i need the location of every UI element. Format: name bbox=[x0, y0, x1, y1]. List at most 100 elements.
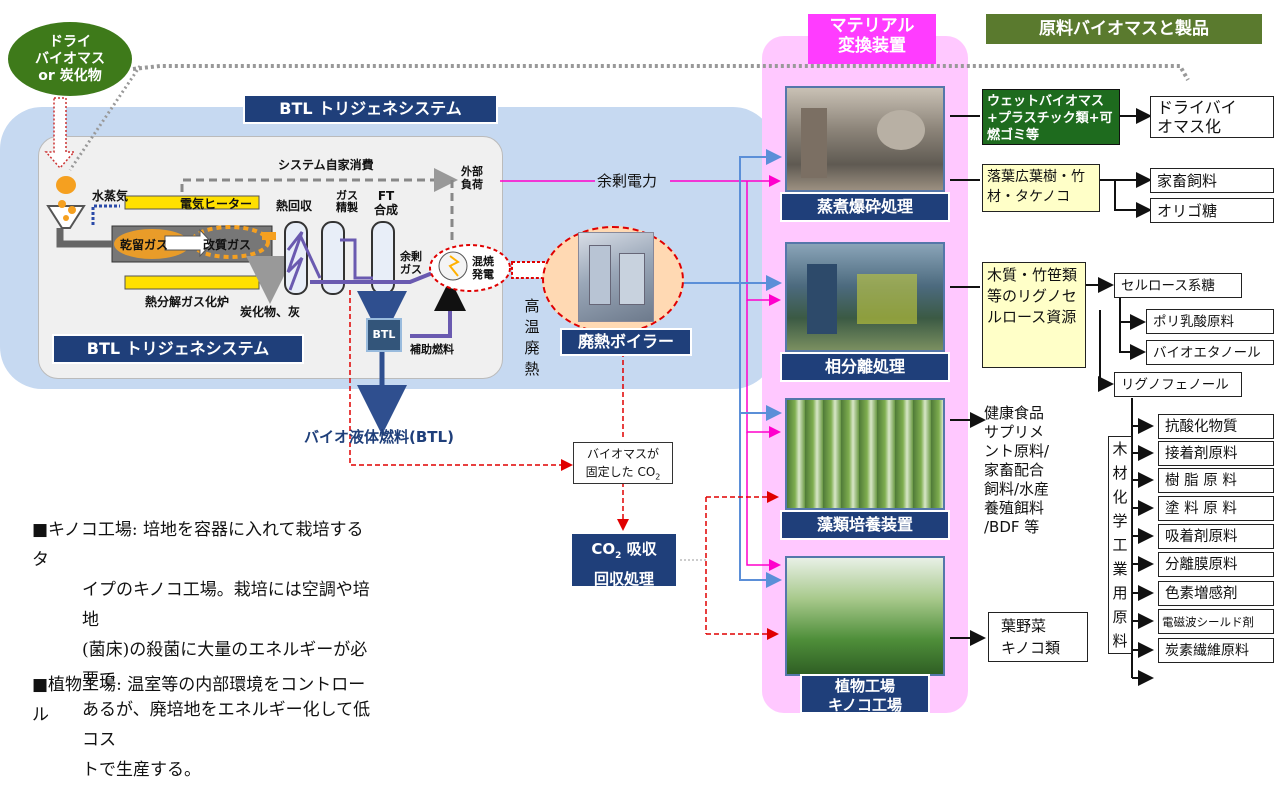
note-mushroom-line1: ■キノコ工場: 培地を容器に入れて栽培するタ bbox=[32, 515, 372, 575]
dry-biomass-line3: or 炭化物 bbox=[38, 68, 102, 84]
external-load-line1: 外部 bbox=[461, 165, 483, 178]
ft-line2: 合成 bbox=[374, 203, 399, 217]
co-firing-line2: 発電 bbox=[472, 268, 494, 281]
phase-separation-label: 相分離処理 bbox=[780, 352, 950, 382]
btl-tank-label: BTL bbox=[372, 328, 396, 341]
wood-chem-item-4: 塗 料 原 料 bbox=[1158, 496, 1274, 521]
hardwood-box: 落葉広葉樹・竹材・タケノコ bbox=[982, 164, 1100, 212]
gas-refine-line1: ガス bbox=[336, 189, 358, 202]
bio-liquid-fuel-label: バイオ液体燃料(BTL) bbox=[304, 428, 454, 446]
co2-absorb-box: CO2 吸収 回収処理 bbox=[570, 532, 678, 588]
health-food-2: サプリメ bbox=[984, 423, 1045, 441]
note-mushroom-line2: イプのキノコ工場。栽培には空調や培地 bbox=[82, 580, 370, 630]
co2-fixed-line2: 固定した CO2 bbox=[574, 463, 672, 486]
material-title-line1: マテリアル bbox=[829, 16, 915, 36]
surplus-gas-line1: 余剰 bbox=[400, 250, 422, 263]
btl-tank-icon: BTL bbox=[366, 318, 402, 352]
wc-1: 木 bbox=[1112, 440, 1128, 458]
wood-chem-item-7: 色素増感剤 bbox=[1158, 581, 1274, 606]
external-load-line2: 負荷 bbox=[461, 178, 483, 191]
health-food-1: 健康食品 bbox=[984, 404, 1045, 422]
hthw-2: 温 bbox=[524, 318, 540, 336]
co2-absorb-text: 吸収 bbox=[621, 540, 657, 558]
dry-conversion-line1: ドライバイ bbox=[1157, 98, 1237, 117]
wc-7: 用 bbox=[1112, 584, 1128, 602]
gas-refine-label: ガス 精製 bbox=[336, 190, 358, 214]
material-title-line2: 変換装置 bbox=[838, 36, 906, 56]
lignophenol-box: リグノフェノール bbox=[1114, 372, 1242, 397]
gas-refine-line2: 精製 bbox=[336, 201, 358, 214]
note-mushroom-line3: (菌床)の殺菌に大量のエネルギーが必要で bbox=[82, 640, 368, 690]
co2-fixed-sub: 2 bbox=[655, 472, 661, 482]
boiler-image bbox=[578, 232, 654, 322]
wc-9: 料 bbox=[1112, 632, 1128, 650]
livestock-feed-box: 家畜飼料 bbox=[1150, 168, 1274, 193]
pla-material-box: ポリ乳酸原料 bbox=[1146, 309, 1274, 334]
co2-absorb-co: CO bbox=[591, 540, 616, 558]
note-plant: ■植物工場: 温室等の内部環境をコントロール bbox=[32, 670, 372, 730]
ft-line1: FT bbox=[377, 189, 395, 203]
external-load-label: 外部 負荷 bbox=[461, 165, 483, 191]
note-mushroom-line5: トで生産する。 bbox=[82, 760, 201, 780]
wc-4: 学 bbox=[1112, 512, 1128, 530]
plant-factory-line2: キノコ工場 bbox=[828, 696, 902, 714]
algae-culture-label: 藻類培養装置 bbox=[780, 510, 950, 540]
bioethanol-box: バイオエタノール bbox=[1146, 340, 1274, 365]
btl-system-title: BTL トリジェネシステム bbox=[243, 94, 498, 124]
dry-biomass-line1: ドライ bbox=[49, 34, 91, 50]
btl-system-subtitle: BTL トリジェネシステム bbox=[52, 334, 304, 364]
vegetables-line2: キノコ類 bbox=[1001, 639, 1060, 657]
wood-chem-item-1: 抗酸化物質 bbox=[1158, 414, 1274, 439]
self-consumption-label: システム自家消費 bbox=[278, 158, 374, 172]
lignocellulose-box: 木質・竹笹類等のリグノセルロース資源 bbox=[982, 262, 1086, 368]
health-food-6: 養殖餌料 bbox=[984, 499, 1045, 517]
note-mushroom: ■キノコ工場: 培地を容器に入れて栽培するタ イプのキノコ工場。栽培には空調や培… bbox=[32, 515, 372, 785]
note-mushroom-head: ■キノコ工場 bbox=[32, 520, 132, 540]
dry-biomass-line2: バイオマス bbox=[35, 51, 105, 67]
dry-biomass-bubble: ドライ バイオマス or 炭化物 bbox=[8, 22, 132, 96]
health-food-7: /BDF 等 bbox=[984, 518, 1040, 536]
co2-fixed-box: バイオマスが 固定した CO2 bbox=[573, 442, 673, 484]
health-food-3: ント原料/ bbox=[984, 442, 1050, 460]
hthw-1: 高 bbox=[524, 297, 540, 315]
dry-conversion-line2: オマス化 bbox=[1157, 117, 1222, 136]
note-mushroom-text1: : 培地を容器に入れて栽培するタ bbox=[32, 520, 364, 570]
heater-label: 電気ヒーター bbox=[180, 197, 253, 211]
wc-3: 化 bbox=[1112, 488, 1128, 506]
wc-2: 材 bbox=[1112, 464, 1128, 482]
wood-chem-item-8: 電磁波シールド剤 bbox=[1158, 609, 1274, 634]
wood-chem-item-6: 分離膜原料 bbox=[1158, 552, 1274, 577]
wood-chem-label: 木 材 化 学 工 業 用 原 料 bbox=[1108, 436, 1132, 654]
wood-chem-item-5: 吸着剤原料 bbox=[1158, 524, 1274, 549]
surplus-gas-line2: ガス bbox=[400, 263, 422, 276]
co-firing-line1: 混焼 bbox=[472, 255, 494, 268]
dry-gas-label: 乾留ガス bbox=[120, 238, 169, 252]
vegetables-line1: 葉野菜 bbox=[1001, 617, 1047, 635]
char-ash-label: 炭化物、灰 bbox=[240, 305, 301, 319]
phase-separation-photo bbox=[785, 242, 945, 352]
steam-explosion-label: 蒸煮爆砕処理 bbox=[780, 192, 950, 222]
note-plant-head: ■植物工場 bbox=[32, 675, 117, 695]
steam-explosion-photo bbox=[785, 86, 945, 192]
steam-label: 水蒸気 bbox=[92, 189, 129, 203]
hthw-3: 廃 bbox=[524, 339, 540, 357]
wood-chem-item-3: 樹 脂 原 料 bbox=[1158, 468, 1274, 493]
hthw-4: 熱 bbox=[524, 360, 540, 378]
co2-absorb-line1: CO2 吸収 bbox=[572, 538, 676, 568]
surplus-power-label: 余剰電力 bbox=[597, 172, 658, 190]
pyrolysis-label: 熱分解ガス化炉 bbox=[145, 295, 230, 309]
health-food-4: 家畜配合 bbox=[984, 461, 1045, 479]
co-firing-label: 混焼 発電 bbox=[472, 255, 494, 281]
plant-factory-label: 植物工場 キノコ工場 bbox=[800, 674, 930, 714]
co2-fixed-line1: バイオマスが bbox=[586, 447, 659, 461]
wc-6: 業 bbox=[1112, 560, 1128, 578]
algae-culture-photo bbox=[785, 398, 945, 510]
health-food-text: 健康食品 サプリメ ント原料/ 家畜配合 飼料/水産 養殖餌料 /BDF 等 bbox=[984, 404, 1054, 537]
ft-synthesis-label: FT 合成 bbox=[374, 189, 398, 217]
material-title: マテリアル 変換装置 bbox=[808, 14, 936, 64]
vegetables-box: 葉野菜 キノコ類 bbox=[988, 612, 1088, 662]
wc-8: 原 bbox=[1112, 608, 1128, 626]
waste-heat-boiler-label: 廃熱ボイラー bbox=[560, 328, 692, 356]
co2-absorb-sub: 2 bbox=[615, 551, 622, 561]
co2-absorb-line2: 回収処理 bbox=[593, 570, 654, 588]
